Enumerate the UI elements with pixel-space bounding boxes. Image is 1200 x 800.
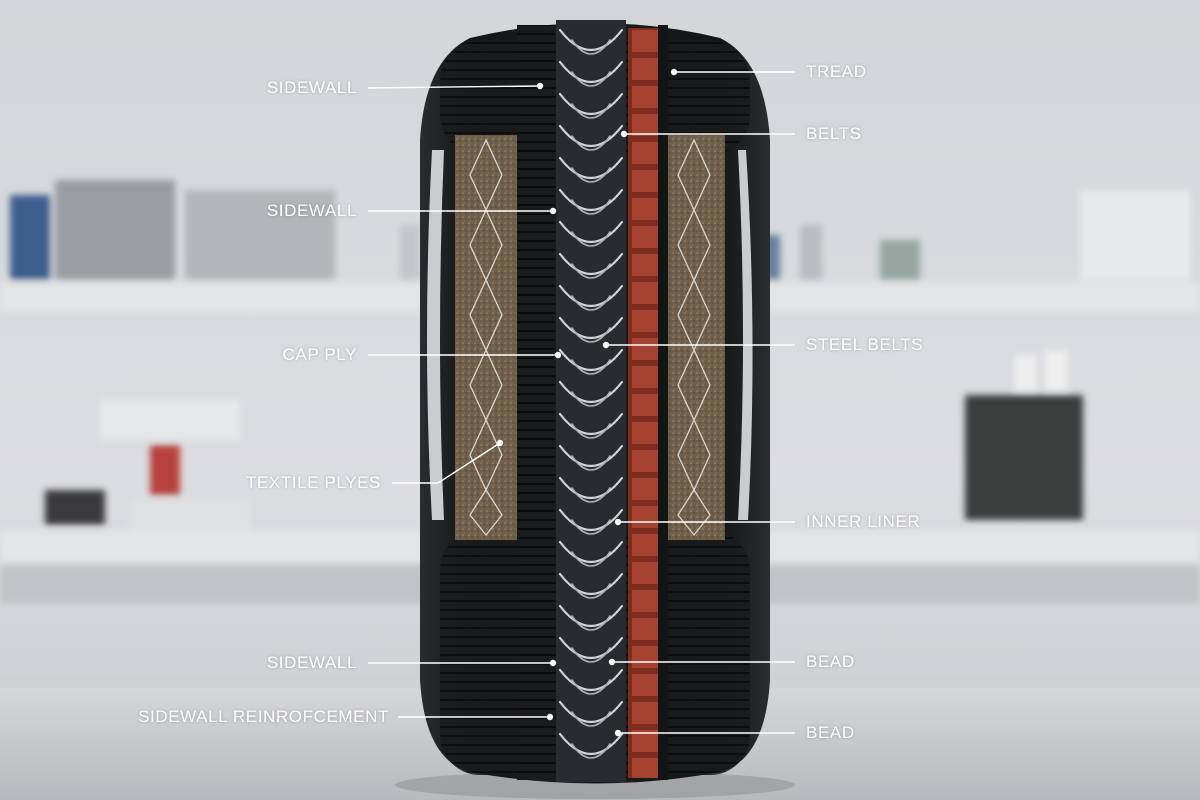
- left-sidewall-cutaway: [455, 135, 517, 540]
- label-textile-plyes: TEXTILE PLYES: [245, 473, 381, 492]
- right-sidewall-cutaway: [663, 135, 725, 540]
- label-sidewall-3: SIDEWALL: [266, 653, 357, 672]
- label-bead-1: BEAD: [806, 652, 855, 671]
- label-cap-ply: CAP PLY: [282, 345, 357, 364]
- leader-textile-plyes: [392, 439, 504, 484]
- label-steel-belts: STEEL BELTS: [806, 335, 924, 354]
- leader-tread: [670, 68, 795, 76]
- leader-sidewall-1: [367, 82, 544, 90]
- leader-steel-belts: [602, 341, 795, 349]
- tire-shadow: [395, 771, 795, 799]
- label-sidewall-2: SIDEWALL: [266, 201, 357, 220]
- right-tread-band: [658, 25, 668, 780]
- leader-sidewall-2: [368, 207, 557, 215]
- leader-bead-2: [614, 729, 795, 737]
- leader-belts: [620, 130, 795, 138]
- leader-sidewall-reinforcement: [398, 713, 554, 721]
- leader-inner-liner: [614, 518, 795, 526]
- red-belt-strip: [628, 28, 658, 778]
- leader-lines: [367, 68, 795, 737]
- label-bead-2: BEAD: [806, 723, 855, 742]
- left-tread-band: [517, 25, 555, 780]
- label-inner-liner: INNER LINER: [806, 512, 921, 531]
- label-belts: BELTS: [806, 124, 862, 143]
- label-sidewall-1: SIDEWALL: [266, 78, 357, 97]
- steel-cord-column: [556, 20, 626, 782]
- label-tread: TREAD: [806, 62, 867, 81]
- leader-cap-ply: [368, 351, 562, 359]
- leader-sidewall-3: [368, 659, 557, 667]
- leader-bead-1: [608, 658, 795, 666]
- label-sidewall-reinforcement: SIDEWALL REINROFCEMENT: [138, 707, 389, 726]
